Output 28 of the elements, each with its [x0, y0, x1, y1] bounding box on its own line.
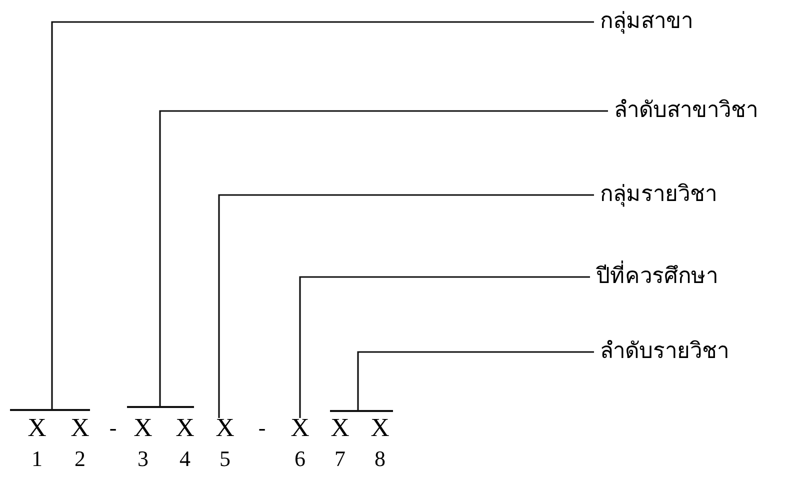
position-number: 3 — [136, 447, 150, 471]
position-number: 6 — [294, 447, 306, 471]
code-letter: X — [214, 415, 236, 441]
category-label: กลุ่มรายวิชา — [600, 181, 717, 209]
code-letter: X — [132, 415, 154, 441]
code-letter: X — [69, 415, 91, 441]
code-letter: X — [174, 415, 196, 441]
separator-dash: - — [108, 415, 118, 441]
position-number: 5 — [218, 447, 232, 471]
position-number: 2 — [74, 447, 86, 471]
category-label: ลำดับสาขาวิชา — [614, 97, 758, 125]
code-letter: X — [26, 415, 48, 441]
category-label: กลุ่มสาขา — [600, 8, 693, 36]
category-label: ปีที่ควรศึกษา — [596, 263, 718, 291]
category-label: ลำดับรายวิชา — [600, 338, 729, 366]
code-letter: X — [369, 415, 391, 441]
leader-line — [51, 21, 594, 409]
position-number: 8 — [374, 447, 386, 471]
code-letter: X — [289, 415, 311, 441]
leader-line — [159, 110, 608, 406]
separator-dash: - — [257, 415, 267, 441]
leader-line — [299, 276, 590, 418]
leader-line — [357, 351, 594, 410]
code-letter: X — [329, 415, 351, 441]
position-number: 4 — [178, 447, 192, 471]
position-number: 7 — [334, 447, 346, 471]
leader-line — [218, 194, 594, 418]
position-number: 1 — [30, 447, 44, 471]
